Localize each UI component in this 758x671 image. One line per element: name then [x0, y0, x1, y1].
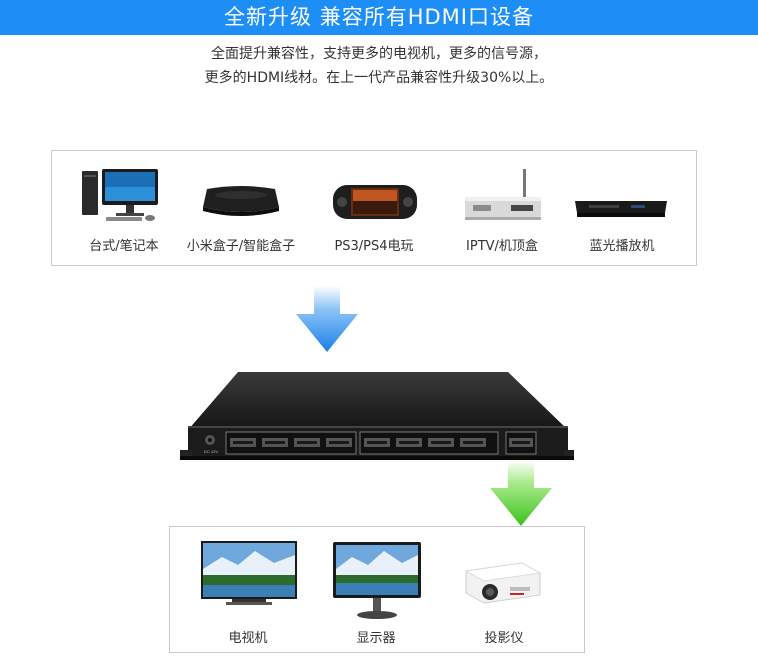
source-label: 小米盒子/智能盒子	[186, 239, 296, 254]
desktop-computer-icon	[82, 169, 158, 221]
game-console-icon	[333, 185, 417, 219]
source-bluray-player: 蓝光播放机	[567, 165, 677, 257]
source-label: 台式/笔记本	[89, 239, 159, 254]
bluray-player-icon	[575, 201, 667, 217]
source-tv-box: 小米盒子/智能盒子	[177, 165, 305, 257]
source-label: PS3/PS4电玩	[334, 239, 414, 254]
source-desktop: 台式/笔记本	[74, 165, 174, 257]
output-label: 投影仪	[484, 631, 524, 646]
source-devices-panel: 台式/笔记本 小米盒子/智能盒子 PS3/PS4电玩	[51, 150, 697, 266]
intro-text: 全面提升兼容性，支持更多的电视机，更多的信号源， 更多的HDMI线材。在上一代产…	[0, 42, 758, 90]
output-television: 电视机	[190, 539, 306, 646]
output-label: 电视机	[228, 631, 268, 646]
set-top-box-icon	[465, 169, 541, 220]
output-arrow-down-icon	[490, 460, 552, 526]
hdmi-splitter-device: DC 12V	[180, 372, 574, 460]
tv-box-icon	[203, 186, 279, 216]
intro-line-2: 更多的HDMI线材。在上一代产品兼容性升级30%以上。	[204, 70, 554, 86]
source-iptv-box: IPTV/机顶盒	[447, 165, 557, 257]
banner-title: 全新升级 兼容所有HDMI口设备	[0, 0, 758, 35]
monitor-icon	[333, 542, 421, 619]
television-icon	[201, 541, 297, 605]
output-devices-panel: 电视机 显示器 投影仪	[169, 526, 585, 653]
output-monitor: 显示器	[318, 539, 434, 646]
projector-icon	[464, 562, 542, 604]
input-arrow-down-icon	[296, 286, 358, 352]
power-label: DC 12V	[204, 449, 218, 454]
intro-line-1: 全面提升兼容性，支持更多的电视机，更多的信号源，	[211, 46, 547, 62]
output-projector: 投影仪	[446, 539, 562, 646]
output-label: 显示器	[356, 631, 396, 646]
source-label: 蓝光播放机	[589, 239, 655, 254]
source-game-console: PS3/PS4电玩	[314, 165, 434, 257]
source-label: IPTV/机顶盒	[466, 239, 538, 254]
